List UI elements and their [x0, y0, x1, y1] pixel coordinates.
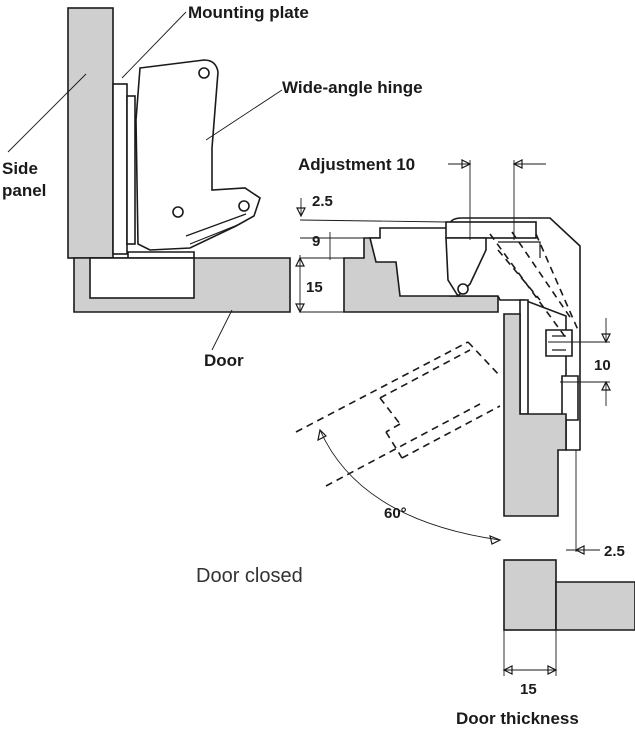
door-closed-top	[73, 237, 499, 313]
dim-adjustment	[448, 159, 546, 240]
leader-lines	[7, 11, 283, 351]
label-side-panel-line2: panel	[2, 181, 46, 200]
dim-angle	[317, 428, 502, 545]
label-door-thickness: Door thickness	[456, 709, 579, 728]
side-panel	[67, 7, 114, 259]
cup-hinge-mechanism	[368, 217, 581, 451]
dim-thickness-value: 15	[520, 681, 537, 698]
dim-bottom-offset	[566, 450, 600, 555]
dim-overlay-top-value: 2.5	[312, 193, 333, 210]
label-wide-angle-hinge: Wide-angle hinge	[282, 78, 423, 97]
wide-angle-hinge	[127, 59, 261, 261]
label-adjustment: Adjustment 10	[298, 155, 415, 174]
dim-angle-value: 60°	[384, 505, 407, 522]
dim-gap-value: 9	[312, 233, 320, 250]
mounting-plate	[112, 83, 136, 255]
dim-overlay-top	[295, 198, 447, 314]
dim-bottom-offset-value: 2.5	[604, 543, 625, 560]
label-side-panel-line1: Side	[2, 159, 38, 178]
opened-door-dashed	[295, 231, 579, 487]
label-door-closed: Door closed	[196, 565, 303, 587]
dim-right-offset	[548, 318, 611, 406]
label-door: Door	[204, 351, 244, 370]
dim-right-offset-value: 10	[594, 357, 611, 374]
dim-thickness	[502, 630, 558, 676]
door-open-vertical	[503, 313, 635, 631]
label-mounting-plate: Mounting plate	[188, 3, 309, 22]
dim-door-depth-value: 15	[306, 279, 323, 296]
